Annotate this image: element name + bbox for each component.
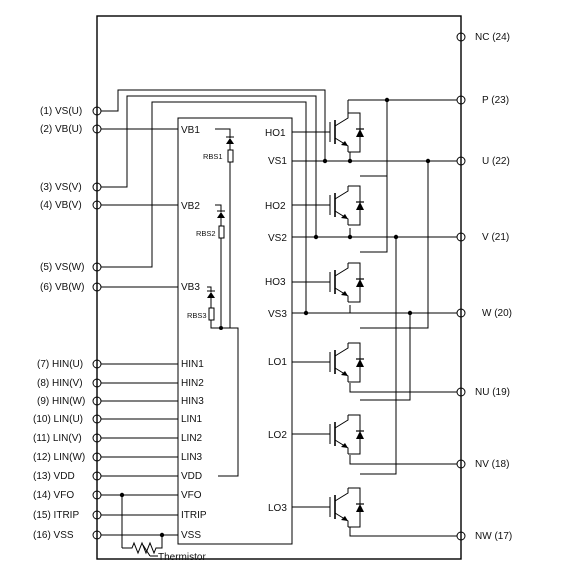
pin-hin-w: (9) HIN(W): [37, 396, 102, 407]
left-pins: (1) VS(U) (2) VB(U) (3) VS(V) (4) VB(V) …: [33, 106, 102, 541]
pin-nu: NU (19): [456, 387, 510, 398]
ic-pin-lin1: LIN1: [181, 414, 203, 425]
ic-pin-vb3: VB3: [181, 282, 200, 293]
pin-vdd: (13) VDD: [33, 471, 102, 482]
pin-label: (2) VB(U): [40, 124, 82, 135]
ic-pin-vss: VSS: [181, 530, 201, 541]
pin-label: (10) LIN(U): [33, 414, 83, 425]
ic-pin-hin2: HIN2: [181, 378, 204, 389]
driver-ic-outline: [177, 117, 293, 545]
pin-vb-v: (4) VB(V): [40, 200, 102, 211]
pin-vs-w: (5) VS(W): [40, 262, 102, 273]
ic-pin-hin3: HIN3: [181, 396, 204, 407]
bootstrap-network: RBS1 RBS2 RBS3: [187, 128, 239, 477]
pin-p: P (23): [456, 95, 509, 106]
pin-lin-w: (12) LIN(W): [33, 452, 102, 463]
pin-label: (7) HIN(U): [37, 359, 83, 370]
ic-pin-vb1: VB1: [181, 125, 200, 136]
pin-label: P (23): [482, 95, 509, 106]
pin-u: U (22): [456, 156, 510, 167]
pin-hin-u: (7) HIN(U): [37, 359, 102, 370]
igbt-low-w: [329, 487, 364, 528]
pin-w: W (20): [456, 308, 512, 319]
pin-label: (5) VS(W): [40, 262, 84, 273]
pin-label: (16) VSS: [33, 530, 74, 541]
pin-label: (14) VFO: [33, 490, 74, 501]
pin-label: (12) LIN(W): [33, 452, 85, 463]
ic-pin-lo3: LO3: [268, 503, 287, 514]
pin-label: V (21): [482, 232, 509, 243]
igbt-high-v: [329, 185, 364, 226]
ic-pin-vs1: VS1: [268, 156, 287, 167]
pin-nc: NC (24): [456, 32, 510, 43]
pin-lin-u: (10) LIN(U): [33, 414, 102, 425]
ic-pin-lin3: LIN3: [181, 452, 203, 463]
pin-vfo: (14) VFO: [33, 490, 102, 501]
igbt-high-w: [329, 262, 364, 303]
pin-nv: NV (18): [456, 459, 509, 470]
pin-label: (11) LIN(V): [33, 433, 82, 444]
ic-pin-vs2: VS2: [268, 233, 287, 244]
module-outline: [96, 15, 462, 560]
ic-pin-vs3: VS3: [268, 309, 287, 320]
ic-pin-vdd: VDD: [181, 471, 202, 482]
pin-vb-w: (6) VB(W): [40, 282, 102, 293]
right-pins: NC (24) P (23) U (22) V (21) W (20) NU (…: [456, 32, 512, 542]
pin-vb-u: (2) VB(U): [40, 124, 102, 135]
ic-input-labels: VB1 VB2 VB3 HIN1 HIN2 HIN3 LIN1 LIN2 LIN…: [181, 125, 207, 541]
thermistor-label: Thermistor: [158, 552, 206, 563]
ic-pin-lo2: LO2: [268, 430, 287, 441]
pin-label: (4) VB(V): [40, 200, 82, 211]
pin-v: V (21): [456, 232, 509, 243]
pin-label: (9) HIN(W): [37, 396, 85, 407]
igbt-high-u: [329, 112, 364, 153]
pin-vss: (16) VSS: [33, 530, 102, 541]
pin-label: NC (24): [475, 32, 510, 43]
pin-label: U (22): [482, 156, 510, 167]
rbs3-label: RBS3: [187, 311, 207, 320]
igbt-low-v: [329, 414, 364, 455]
pin-hin-v: (8) HIN(V): [37, 378, 102, 389]
ic-pin-vfo: VFO: [181, 490, 202, 501]
pin-label: NW (17): [475, 531, 512, 542]
pin-label: NU (19): [475, 387, 510, 398]
pin-lin-v: (11) LIN(V): [33, 433, 102, 444]
pin-label: (15) ITRIP: [33, 510, 79, 521]
ic-pin-hin1: HIN1: [181, 359, 204, 370]
ic-pin-vb2: VB2: [181, 201, 200, 212]
input-wires: Thermistor: [101, 89, 326, 563]
igbt-low-u: [329, 342, 364, 383]
power-stage-wiring: [292, 97, 457, 537]
pin-label: (13) VDD: [33, 471, 75, 482]
pin-itrip: (15) ITRIP: [33, 510, 102, 521]
pin-vs-v: (3) VS(V): [40, 182, 102, 193]
pin-label: (1) VS(U): [40, 106, 82, 117]
ic-pin-itrip: ITRIP: [181, 510, 207, 521]
ic-output-labels: HO1 VS1 HO2 VS2 HO3 VS3 LO1 LO2 LO3: [265, 128, 287, 514]
rbs2-label: RBS2: [196, 229, 216, 238]
pin-label: (6) VB(W): [40, 282, 84, 293]
igbt-group: [329, 112, 364, 528]
pin-label: (8) HIN(V): [37, 378, 83, 389]
pin-vs-u: (1) VS(U): [40, 106, 102, 117]
ic-pin-ho3: HO3: [265, 277, 286, 288]
pin-label: NV (18): [475, 459, 509, 470]
ic-pin-lin2: LIN2: [181, 433, 203, 444]
rbs1-label: RBS1: [203, 152, 223, 161]
ic-pin-ho1: HO1: [265, 128, 286, 139]
ic-pin-ho2: HO2: [265, 201, 286, 212]
pin-label: W (20): [482, 308, 512, 319]
pin-label: (3) VS(V): [40, 182, 82, 193]
ic-pin-lo1: LO1: [268, 357, 287, 368]
pin-nw: NW (17): [456, 531, 512, 542]
